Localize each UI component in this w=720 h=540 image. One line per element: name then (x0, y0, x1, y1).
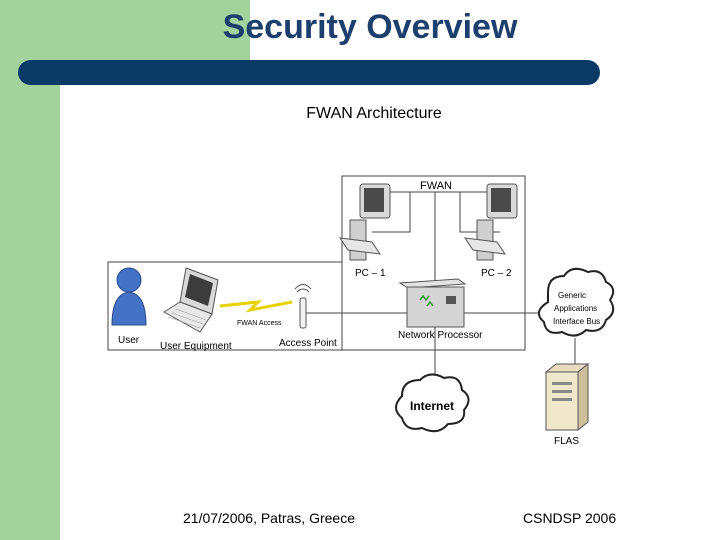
pc2-label: PC – 2 (481, 268, 512, 279)
pc2-icon (463, 183, 518, 261)
network-processor-icon (398, 278, 467, 328)
access-frame (107, 261, 343, 351)
slide-title: Security Overview (222, 8, 518, 46)
gaib-label-line1: Generic (558, 291, 586, 300)
user-equipment-label: User Equipment (160, 341, 232, 352)
access-point-label: Access Point (279, 338, 337, 349)
wireless-link-icon (219, 300, 293, 313)
gaib-label-line2: Applications (554, 304, 597, 313)
internet-cloud-icon (395, 373, 470, 433)
footer-date-location: 21/07/2006, Patras, Greece (183, 510, 355, 526)
pc1-link (372, 192, 411, 233)
pc1-icon (338, 183, 391, 261)
access-point-icon (294, 284, 312, 329)
laptop-icon (163, 267, 219, 333)
slide-subtitle: FWAN Architecture (306, 105, 442, 122)
flas-server-icon (544, 362, 590, 432)
pc1-label: PC – 1 (355, 268, 386, 279)
user-label: User (118, 335, 140, 346)
flas-label: FLAS (554, 436, 579, 447)
gaib-label-line3: Interface Bus (553, 317, 600, 326)
fwan-access-label: FWAN Access (237, 320, 282, 327)
footer-conference: CSNDSP 2006 (523, 510, 617, 526)
fwan-label: FWAN (420, 180, 452, 192)
gaib-cloud-icon (537, 267, 615, 337)
network-processor-label: Network Processor (398, 330, 483, 341)
user-icon (111, 267, 147, 326)
internet-label: Internet (410, 399, 454, 413)
top-green-band (0, 0, 250, 62)
left-green-band (0, 0, 60, 540)
title-underline-bar (18, 60, 600, 85)
